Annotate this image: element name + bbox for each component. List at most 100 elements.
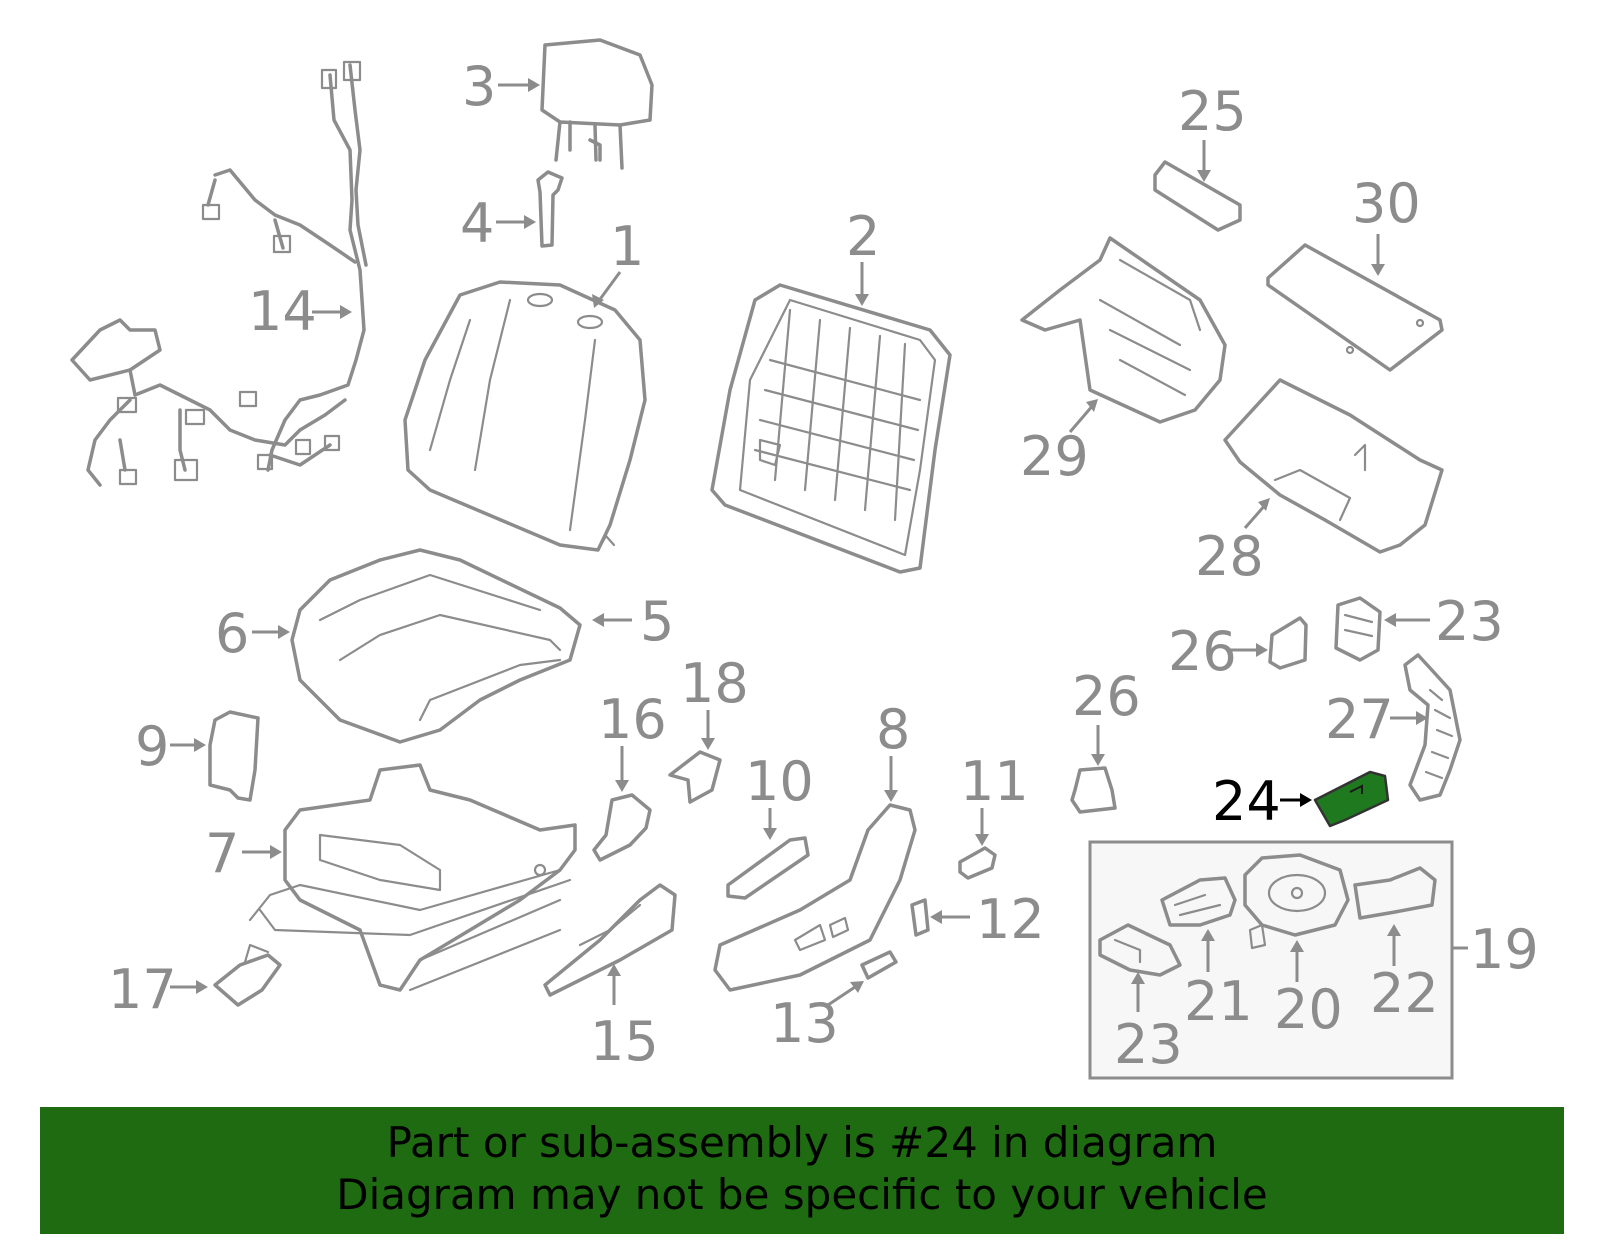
arrowhead-1 (592, 294, 604, 308)
arrowhead-28 (1258, 498, 1270, 511)
part-21-duct-joint[interactable] (1160, 876, 1237, 927)
arrowhead-23-lower (1131, 972, 1145, 984)
arrowhead-27 (1416, 711, 1428, 725)
part-6-seat-cushion-cover[interactable] (290, 548, 582, 744)
callout-14: 14 (248, 280, 317, 343)
callout-23-upper: 23 (1435, 590, 1504, 653)
callout-27: 27 (1325, 688, 1394, 751)
part-13-knob[interactable] (860, 950, 898, 980)
arrowhead-26-lower (1091, 754, 1105, 766)
subassembly-19-box (1088, 840, 1454, 1080)
callout-8: 8 (876, 698, 910, 761)
callout-3: 3 (462, 55, 496, 118)
callout-9: 9 (135, 715, 169, 778)
arrowhead-25 (1197, 170, 1211, 182)
callout-21: 21 (1184, 970, 1253, 1033)
callout-20: 20 (1274, 978, 1343, 1041)
arrowhead-3 (528, 78, 540, 92)
arrowhead-20 (1290, 940, 1304, 952)
arrowhead-4 (524, 215, 536, 229)
part-2-seat-back-frame[interactable] (710, 283, 952, 574)
arrowhead-9 (194, 738, 206, 752)
callout-19: 19 (1470, 918, 1539, 981)
part-16-bracket[interactable] (592, 793, 652, 862)
arrowhead-30 (1371, 264, 1385, 276)
arrowhead-16 (615, 780, 629, 792)
part-25-module[interactable] (1153, 160, 1242, 232)
part-28-duct-cover[interactable] (1223, 378, 1444, 554)
part-23-connector-lower[interactable] (1098, 923, 1182, 977)
callout-22: 22 (1370, 962, 1439, 1025)
info-banner: Part or sub-assembly is #24 in diagram D… (40, 1107, 1564, 1234)
callout-2: 2 (846, 205, 880, 268)
part-9-side-trim[interactable] (208, 710, 260, 802)
arrowhead-12 (930, 910, 942, 924)
part-10-switch[interactable] (726, 836, 810, 900)
callout-29: 29 (1020, 425, 1089, 488)
callout-16: 16 (598, 688, 667, 751)
arrowhead-15 (607, 964, 621, 976)
part-26-cap-upper[interactable] (1268, 616, 1308, 670)
part-23-connector-upper[interactable] (1334, 596, 1382, 662)
callout-10: 10 (745, 750, 814, 813)
callout-26-lower: 26 (1072, 665, 1141, 728)
part-11-knob[interactable] (958, 846, 997, 880)
leader-1 (596, 271, 622, 303)
arrowhead-23-upper (1384, 613, 1396, 627)
leader-28 (1243, 503, 1268, 529)
arrowhead-10 (763, 828, 777, 840)
arrowhead-6 (278, 625, 290, 639)
arrowhead-26-upper (1256, 643, 1268, 657)
callout-7: 7 (205, 822, 239, 885)
callout-24: 24 (1212, 770, 1281, 833)
arrowhead-8 (884, 790, 898, 802)
callout-13: 13 (770, 992, 839, 1055)
part-29-bracket[interactable] (1020, 236, 1227, 424)
part-26-cap-lower[interactable] (1070, 766, 1117, 814)
arrowhead-14 (340, 305, 352, 319)
callout-11: 11 (960, 750, 1029, 813)
callout-28: 28 (1195, 525, 1264, 588)
part-4-headrest-guide[interactable] (536, 170, 564, 248)
part-18-clip[interactable] (668, 750, 722, 804)
part-15-side-shield[interactable] (543, 883, 677, 997)
arrowhead-29 (1086, 399, 1098, 412)
callout-15: 15 (590, 1010, 659, 1073)
arrowhead-21 (1201, 929, 1215, 941)
callout-5: 5 (640, 590, 674, 653)
callout-1: 1 (610, 215, 644, 278)
callout-17: 17 (108, 958, 177, 1021)
arrowhead-5 (592, 613, 604, 627)
part-1-seat-back-cover[interactable] (403, 280, 647, 552)
callout-26-upper: 26 (1168, 620, 1237, 683)
part-27-flex-duct[interactable] (1403, 653, 1462, 802)
banner-line-1: Part or sub-assembly is #24 in diagram (386, 1118, 1218, 1167)
part-22-outlet-duct[interactable] (1353, 866, 1437, 920)
part-12-knob[interactable] (910, 898, 930, 937)
leader-13 (827, 983, 859, 1007)
part-17-cover[interactable] (213, 943, 282, 1007)
callout-18: 18 (680, 652, 749, 715)
arrowhead-18 (701, 738, 715, 750)
leader-29 (1068, 403, 1096, 433)
arrowhead-2 (855, 294, 869, 306)
part-20-blower[interactable] (1243, 853, 1350, 950)
arrowhead-11 (975, 834, 989, 846)
callout-25: 25 (1178, 80, 1247, 143)
arrowhead-13 (850, 981, 864, 993)
part-30-plate[interactable] (1266, 243, 1444, 372)
arrowhead-24 (1300, 793, 1312, 807)
part-3-headrest[interactable] (540, 38, 654, 170)
banner-line-2: Diagram may not be specific to your vehi… (336, 1170, 1268, 1219)
callout-6: 6 (215, 602, 249, 665)
callout-30: 30 (1352, 172, 1421, 235)
callout-23-lower: 23 (1114, 1013, 1183, 1076)
arrowhead-22 (1387, 924, 1401, 936)
arrowhead-17 (196, 980, 208, 994)
part-8-side-panel[interactable] (713, 803, 917, 992)
part-24-highlighted[interactable] (1313, 770, 1390, 828)
part-7-seat-track-frame[interactable] (248, 763, 577, 992)
part-14-wiring-harness[interactable] (70, 60, 368, 487)
callout-12: 12 (976, 888, 1045, 951)
